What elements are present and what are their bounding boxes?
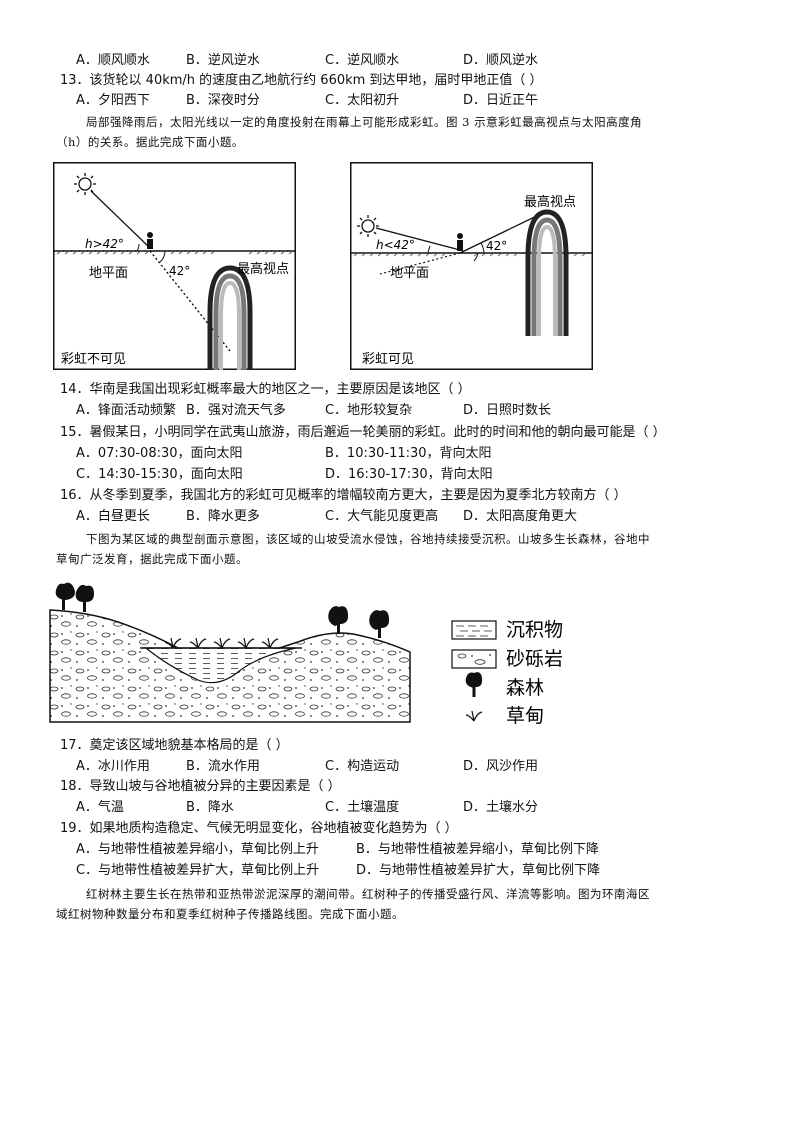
q16-option-d: D．太阳高度角更大 xyxy=(463,509,578,524)
h-label: h>42° xyxy=(85,237,124,251)
q15-option-c: C．14:30-15:30，面向太阳 xyxy=(76,467,243,482)
q12-option-c: C．逆风顺水 xyxy=(325,53,400,68)
q13-stem: 13．该货轮以 40km/h 的速度由乙地航行约 660km 到达甲地，届时甲地… xyxy=(60,73,543,88)
rainbow-icon xyxy=(525,209,569,336)
rainbow-figure-visible: h<42° 42° 地平面 最高视点 彩虹可见 xyxy=(350,162,593,374)
q16-stem: 16．从冬季到夏季，我国北方的彩虹可见概率的增幅较南方更大，主要是因为夏季北方较… xyxy=(60,488,627,503)
q14-option-b: B．强对流天气多 xyxy=(186,403,286,418)
meadow-icon xyxy=(164,637,279,649)
top-point-label: 最高视点 xyxy=(524,194,576,210)
q16-option-a: A．白昼更长 xyxy=(76,509,150,524)
q13-option-c: C．太阳初升 xyxy=(325,93,400,108)
profile-intro-line1: 下图为某区域的典型剖面示意图，该区域的山坡受流水侵蚀，谷地持续接受沉积。山坡多生… xyxy=(86,532,650,546)
rainbow-icon xyxy=(207,265,253,370)
q12-option-b: B．逆风逆水 xyxy=(186,53,260,68)
q15-option-a: A．07:30-08:30，面向太阳 xyxy=(76,446,243,461)
angle-label: 42° xyxy=(486,239,507,253)
q18-option-c: C．土壤温度 xyxy=(325,800,400,815)
q13-option-a: A．夕阳西下 xyxy=(76,93,150,108)
legend-gravel-label: 砂砾岩 xyxy=(506,648,563,670)
legend-meadow-label: 草甸 xyxy=(506,705,544,727)
q14-option-a: A．锋面活动频繁 xyxy=(76,403,176,418)
legend-forest-label: 森林 xyxy=(506,677,544,699)
q18-stem: 18．导致山坡与谷地植被分异的主要因素是（ ） xyxy=(60,779,341,794)
q17-option-a: A．冰川作用 xyxy=(76,759,150,774)
ground-label: 地平面 xyxy=(89,266,128,281)
q15-option-b: B．10:30-11:30，背向太阳 xyxy=(325,446,492,461)
mangrove-intro-line1: 红树林主要生长在热带和亚热带淤泥深厚的潮间带。红树种子的传播受盛行风、洋流等影响… xyxy=(86,887,650,901)
sun-icon xyxy=(357,215,379,237)
q19-option-b: B．与地带性植被差异缩小，草甸比例下降 xyxy=(356,842,599,857)
rainbow-figure-invisible: h>42° 42° 地平面 最高视点 彩虹不可见 xyxy=(53,162,296,374)
legend-forest-icon xyxy=(465,672,483,697)
q14-stem: 14．华南是我国出现彩虹概率最大的地区之一，主要原因是该地区（ ） xyxy=(60,382,471,397)
legend-meadow-icon xyxy=(465,710,483,722)
q18-option-a: A．气温 xyxy=(76,800,124,815)
rainbow-intro-line1: 局部强降雨后，太阳光线以一定的角度投射在雨幕上可能形成彩虹。图 3 示意彩虹最高… xyxy=(86,115,643,129)
q17-stem: 17．奠定该区域地貌基本格局的是（ ） xyxy=(60,738,289,753)
q17-option-c: C．构造运动 xyxy=(325,759,400,774)
caption: 彩虹可见 xyxy=(362,352,414,367)
q15-stem: 15．暑假某日，小明同学在武夷山旅游，雨后邂逅一轮美丽的彩虹。此时的时间和他的朝… xyxy=(60,425,666,440)
legend-gravel-swatch xyxy=(451,649,497,669)
q13-option-b: B．深夜时分 xyxy=(186,93,260,108)
mangrove-intro-line2: 域红树物种数量分布和夏季红树种子传播路线图。完成下面小题。 xyxy=(56,907,404,921)
profile-diagram xyxy=(48,576,414,728)
angle-label: 42° xyxy=(169,264,190,278)
observer-icon xyxy=(147,232,153,249)
h-label: h<42° xyxy=(376,238,415,252)
q16-option-b: B．降水更多 xyxy=(186,509,260,524)
q17-option-b: B．流水作用 xyxy=(186,759,260,774)
q13-option-d: D．日近正午 xyxy=(463,93,539,108)
q17-option-d: D．风沙作用 xyxy=(463,759,539,774)
legend-sediment-swatch xyxy=(451,620,497,640)
q16-option-c: C．大气能见度更高 xyxy=(325,509,439,524)
q14-option-d: D．日照时数长 xyxy=(463,403,552,418)
observer-icon xyxy=(457,233,463,251)
legend-sediment-label: 沉积物 xyxy=(506,619,563,641)
q19-option-a: A．与地带性植被差异缩小，草甸比例上升 xyxy=(76,842,319,857)
q19-stem: 19．如果地质构造稳定、气候无明显变化，谷地植被变化趋势为（ ） xyxy=(60,821,458,836)
q18-option-b: B．降水 xyxy=(186,800,234,815)
profile-intro-line2: 草甸广泛发育，据此完成下面小题。 xyxy=(56,552,248,566)
q12-option-a: A．顺风顺水 xyxy=(76,53,150,68)
forest-icon xyxy=(55,582,390,638)
q19-option-d: D．与地带性植被差异扩大，草甸比例下降 xyxy=(356,863,601,878)
q15-option-d: D．16:30-17:30，背向太阳 xyxy=(325,467,493,482)
ground-label: 地平面 xyxy=(390,266,429,281)
rainbow-intro-line2: （h）的关系。据此完成下面小题。 xyxy=(56,135,244,149)
profile-legend: 沉积物 砂砾岩 森林 草甸 xyxy=(450,616,590,732)
q14-option-c: C．地形较复杂 xyxy=(325,403,413,418)
sun-icon xyxy=(74,173,96,195)
caption: 彩虹不可见 xyxy=(61,352,126,367)
top-point-label: 最高视点 xyxy=(237,261,289,277)
q18-option-d: D．土壤水分 xyxy=(463,800,539,815)
q12-option-d: D．顺风逆水 xyxy=(463,53,539,68)
q19-option-c: C．与地带性植被差异扩大，草甸比例上升 xyxy=(76,863,320,878)
